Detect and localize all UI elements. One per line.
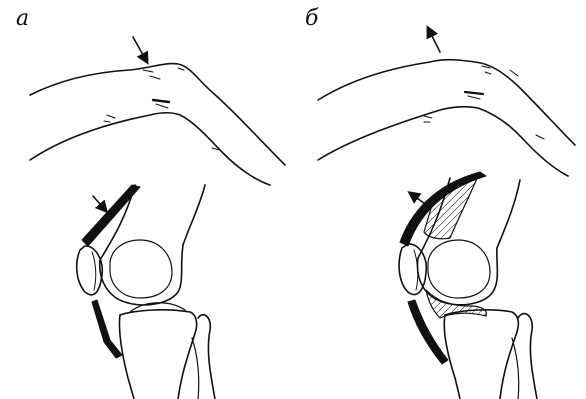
panel-a — [30, 37, 285, 399]
panel-a-patellar-ligament — [92, 300, 122, 358]
panel-b-joint-arrow — [410, 193, 428, 206]
panel-b — [318, 28, 575, 399]
panel-a-knee-joint — [77, 185, 215, 399]
panel-a-knee-exterior — [30, 64, 285, 185]
panel-a-exterior-arrow — [133, 37, 147, 62]
panel-a-tendon-band — [82, 185, 140, 246]
panel-b-exterior-arrow — [428, 28, 440, 52]
panel-a-joint-arrow — [93, 196, 106, 211]
panel-b-knee-exterior — [318, 60, 575, 176]
